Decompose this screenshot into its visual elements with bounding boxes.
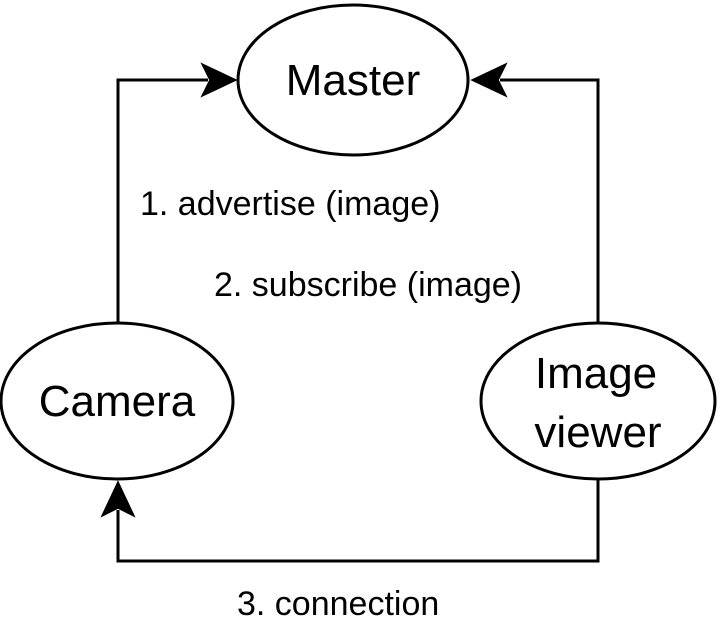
node-camera-label: Camera [39,377,196,426]
edge-advertise-label: 1. advertise (image) [140,185,440,223]
node-camera-ellipse [0,321,235,481]
node-image-viewer-ellipse [479,321,717,481]
node-master: Master [236,3,470,157]
node-master-label: Master [286,56,420,105]
edge-subscribe-arrowhead [470,62,508,98]
edge-viewer-to-master [470,62,600,323]
edge-camera-to-master [116,62,238,323]
edge-viewer-to-camera [100,480,600,563]
node-image-viewer: Image viewer [479,321,717,481]
edge-connection-line [116,480,600,563]
edge-advertise-arrowhead [200,62,238,98]
edge-subscribe-label: 2. subscribe (image) [214,266,522,304]
node-image-viewer-label-line1: Image [535,349,657,398]
edge-subscribe-line [500,78,600,323]
node-camera: Camera [0,321,235,481]
edge-connection-label: 3. connection [237,585,439,623]
node-master-ellipse [236,3,470,157]
edge-advertise-line [116,78,208,323]
node-image-viewer-label-line2: viewer [534,408,661,457]
edge-connection-arrowhead [100,480,136,518]
